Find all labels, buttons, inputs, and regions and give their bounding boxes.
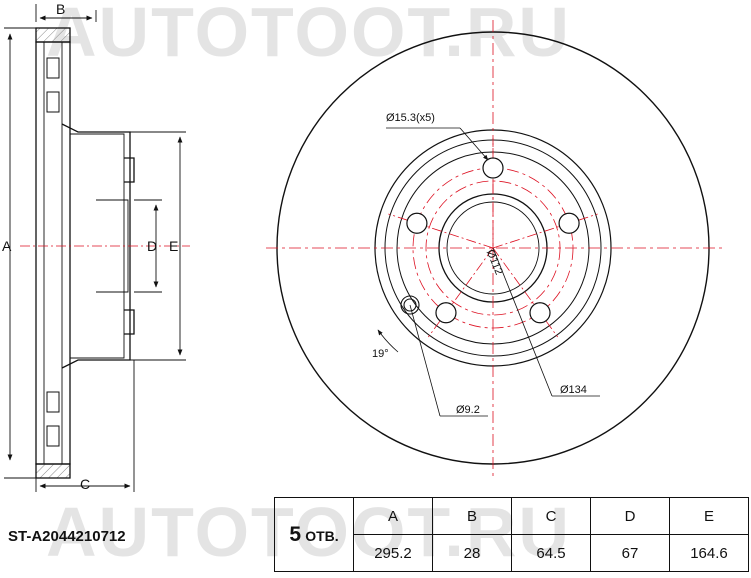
spec-value-row: 295.2 28 64.5 67 164.6 [275, 534, 749, 572]
label-d: D [147, 238, 158, 254]
label-c: C [80, 476, 91, 492]
spec-table: 5 ОТВ. A B C D E 295.2 28 64.5 67 164.6 [274, 497, 749, 572]
hub-note: Ø134 [560, 384, 587, 396]
holes-unit: ОТВ. [305, 527, 339, 544]
vent-slots [46, 57, 60, 447]
bolt-hole-axis [388, 213, 494, 249]
bolt-hole [435, 302, 457, 324]
header-e: E [669, 497, 749, 535]
value-c: 64.5 [511, 534, 591, 572]
label-a: A [2, 238, 12, 254]
bolt-hole-axis [492, 247, 558, 338]
value-e: 164.6 [669, 534, 749, 572]
bolt-hole-axis [428, 247, 494, 338]
bolt-hole-note: Ø15.3(x5) [386, 112, 435, 124]
value-b: 28 [432, 534, 512, 572]
leader-lines [377, 127, 600, 417]
bolt-hole [406, 212, 428, 234]
bolt-holes [388, 138, 598, 338]
holes-count: 5 [289, 522, 302, 546]
header-d: D [590, 497, 670, 535]
locating-hole [400, 295, 420, 315]
part-number: ST-A2044210712 [8, 528, 126, 545]
bolt-hole [558, 212, 580, 234]
label-b: B [56, 1, 66, 17]
small-hole-note: Ø9.2 [456, 404, 480, 416]
watermark-top: AUTOTOOT.RU [46, 0, 571, 71]
spec-header-row: 5 ОТВ. A B C D E [274, 497, 749, 572]
value-a: 295.2 [353, 534, 433, 572]
disc-section-outline [35, 41, 71, 465]
label-e: E [169, 238, 179, 254]
header-b: B [432, 497, 512, 535]
angle-note: 19° [372, 348, 389, 360]
side-view [20, 27, 190, 479]
holes-cell: 5 ОТВ. [274, 497, 354, 572]
side-dimensions [4, 4, 186, 492]
bolt-hole [529, 302, 551, 324]
bolt-hole [482, 157, 504, 179]
header-a: A [353, 497, 433, 535]
header-c: C [511, 497, 591, 535]
value-d: 67 [590, 534, 670, 572]
bolt-hole-axis [492, 213, 598, 249]
